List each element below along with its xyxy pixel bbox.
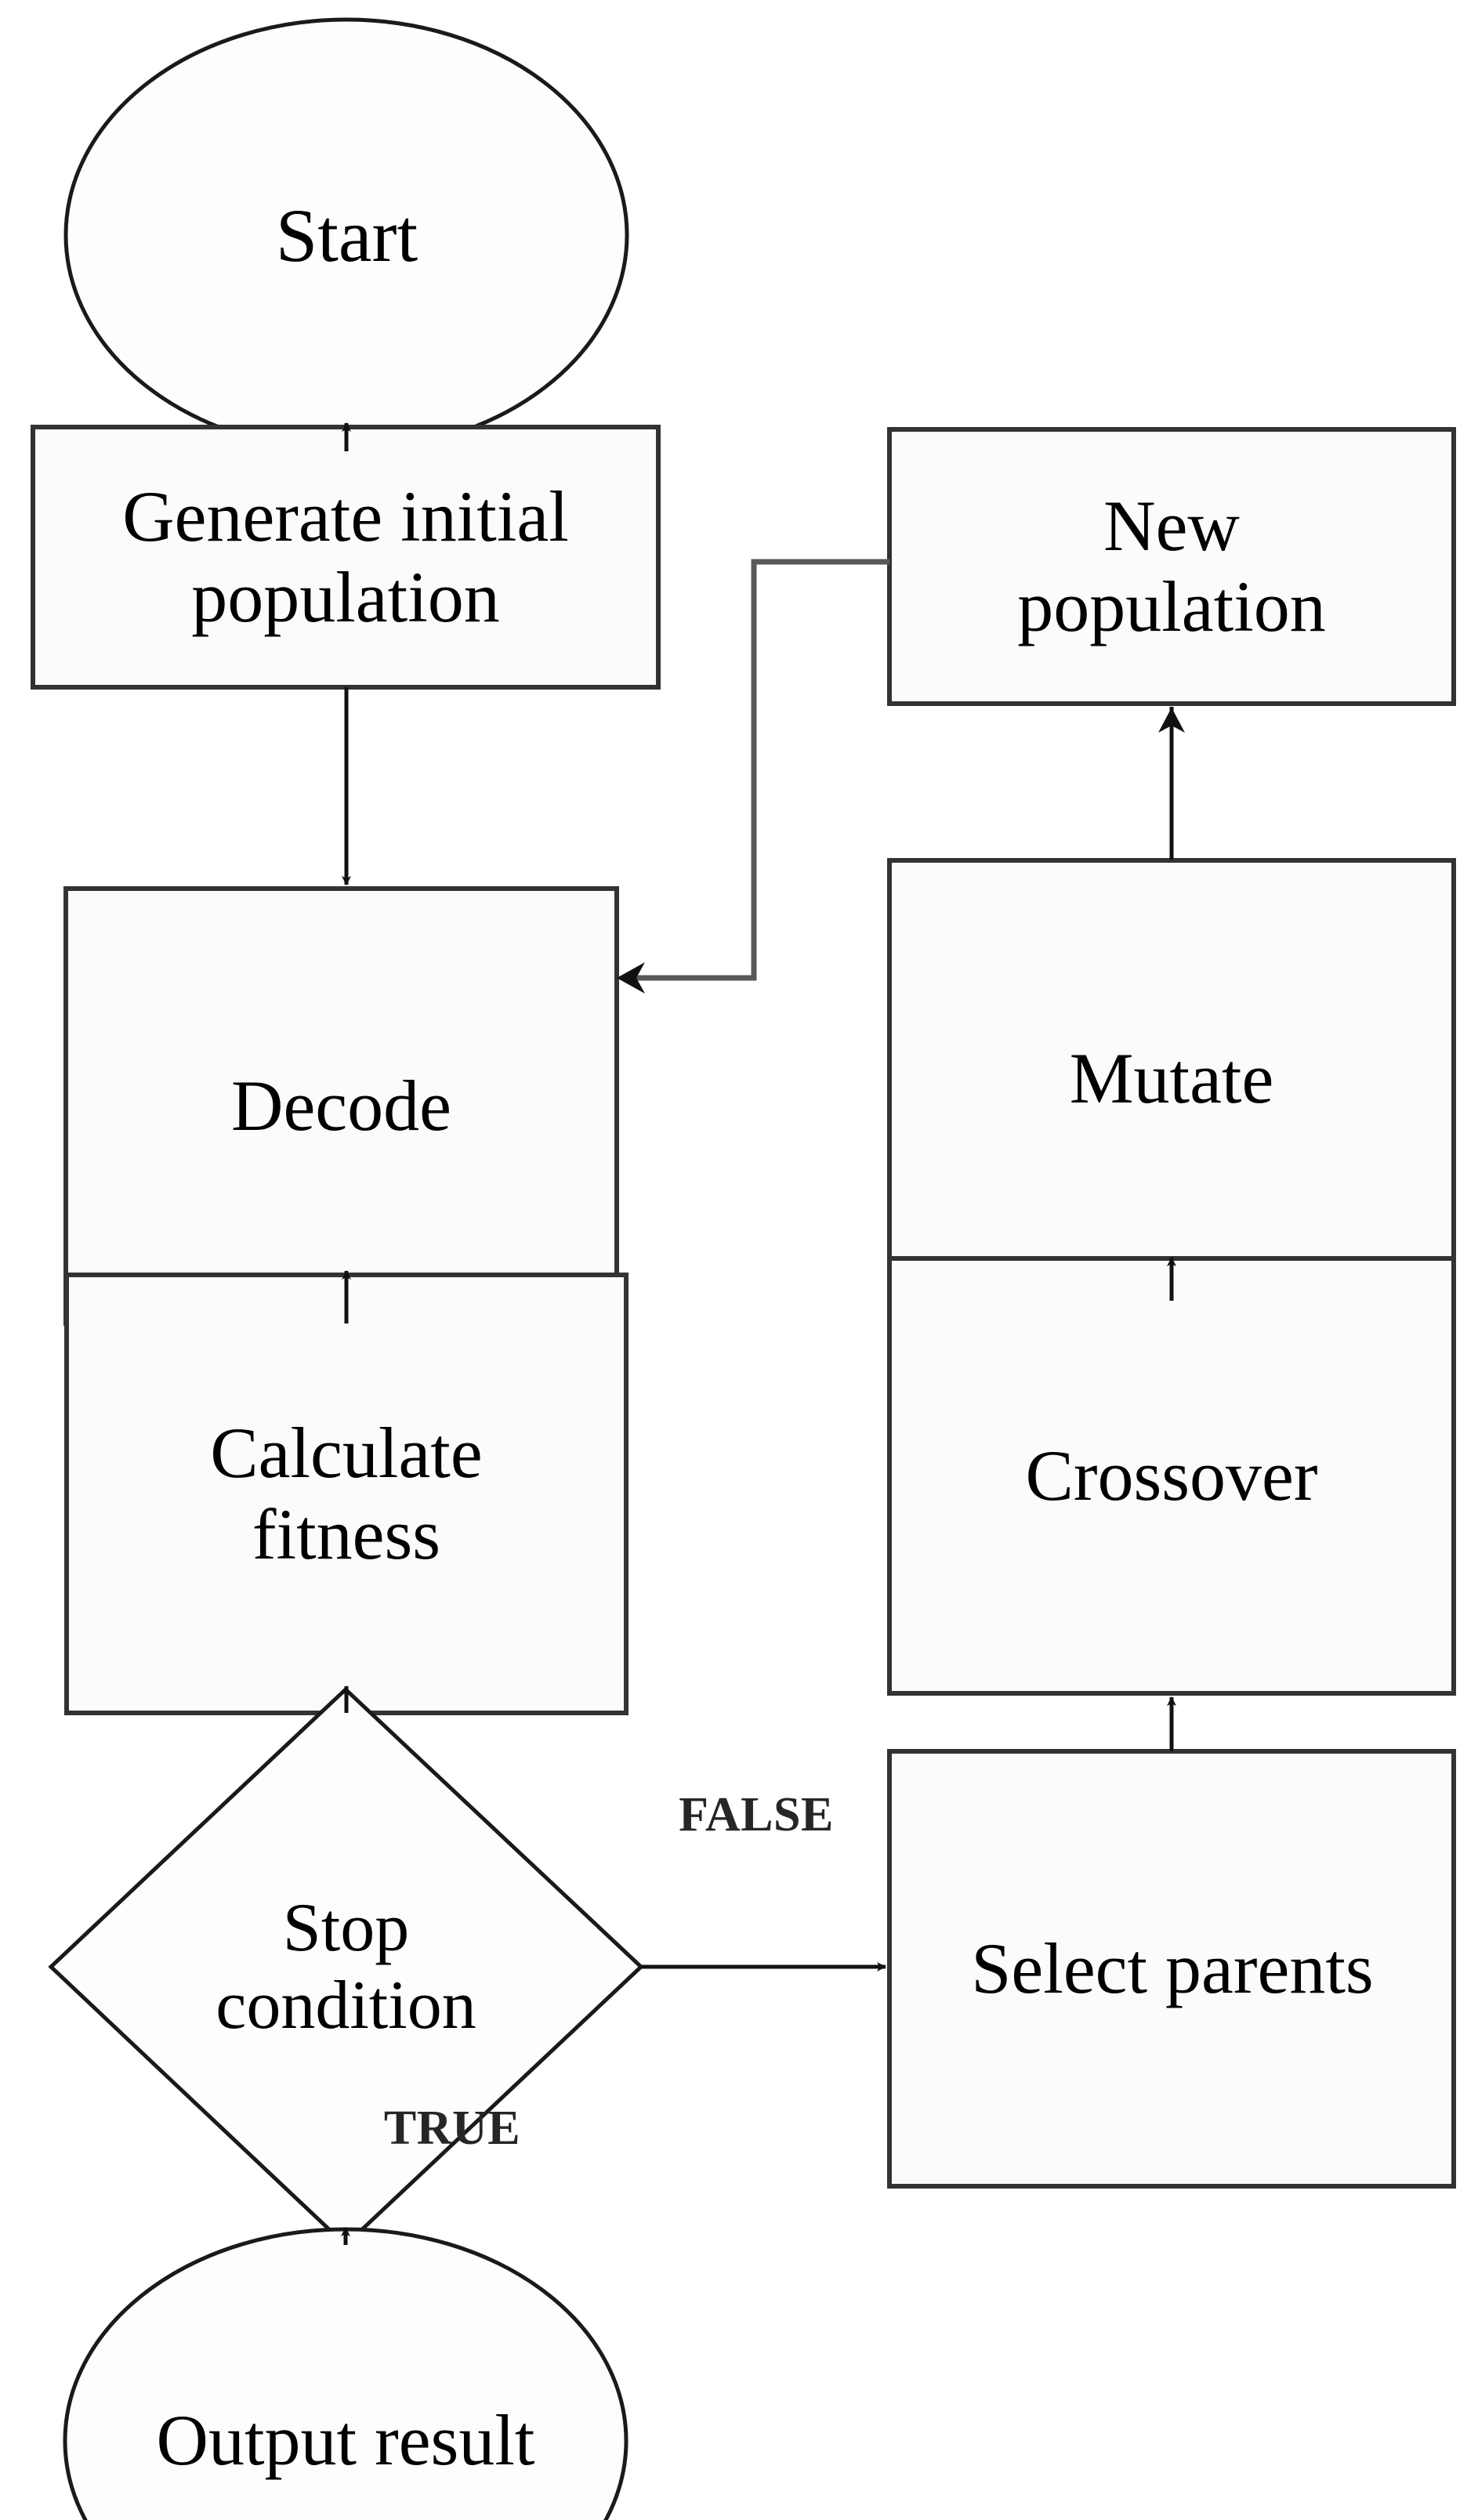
node-shape-decode[interactable]	[63, 886, 619, 1326]
edge-mutate-to-new-population-arrowhead	[1158, 708, 1185, 733]
node-output-result[interactable]	[65, 2229, 626, 2520]
node-shape-new-population[interactable]	[887, 427, 1456, 706]
edge-label-true: TRUE	[383, 2101, 521, 2155]
node-generate-initial-population[interactable]	[33, 427, 658, 687]
node-calculate-fitness[interactable]	[67, 1275, 626, 1713]
node-select-parents[interactable]	[889, 1751, 1454, 2186]
node-shape-generate-initial-population[interactable]	[31, 425, 661, 690]
node-decode[interactable]	[66, 889, 617, 1323]
node-stop-condition[interactable]	[51, 1689, 641, 2245]
edge-label-false: FALSE	[679, 1787, 834, 1841]
node-mutate[interactable]	[889, 860, 1454, 1298]
node-shape-crossover[interactable]	[887, 1256, 1456, 1696]
edge-new-population-to-decode	[627, 559, 889, 981]
node-crossover[interactable]	[889, 1258, 1454, 1693]
node-shape-mutate[interactable]	[887, 858, 1456, 1300]
node-new-population[interactable]	[889, 429, 1454, 704]
edge-new-population-to-decode-arrowhead	[617, 962, 645, 994]
node-shape-select-parents[interactable]	[887, 1749, 1456, 2189]
node-start[interactable]	[66, 20, 628, 451]
